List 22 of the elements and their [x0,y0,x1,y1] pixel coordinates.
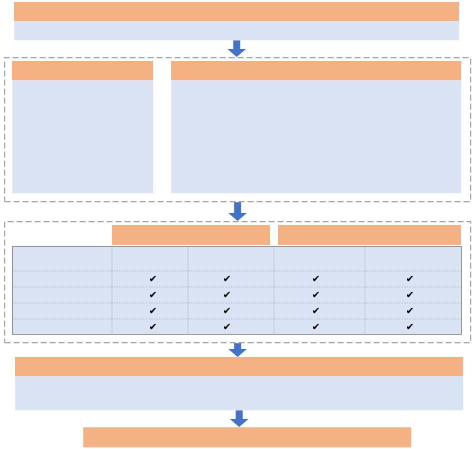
panel-box [14,2,460,40]
dashed-group [4,57,472,202]
check-mark: ✔ [406,276,414,282]
panel-box [171,61,462,194]
panel-box [15,357,464,410]
panel-box [12,61,154,194]
check-mark: ✔ [224,324,230,330]
check-mark: ✔ [150,292,156,298]
check-mark: ✔ [312,324,320,330]
check-mark: ✔ [150,324,156,330]
check-mark: ✔ [406,308,414,314]
check-mark: ✔ [406,324,414,330]
check-mark: ✔ [224,276,230,282]
check-mark: ✔ [312,276,320,282]
check-mark: ✔ [312,308,320,314]
check-mark: ✔ [150,276,156,282]
check-mark: ✔ [406,292,414,298]
check-mark: ✔ [312,292,320,298]
check-mark: ✔ [224,308,230,314]
header-bar [83,427,412,448]
check-mark: ✔ [224,292,230,298]
check-mark: ✔ [150,308,156,314]
